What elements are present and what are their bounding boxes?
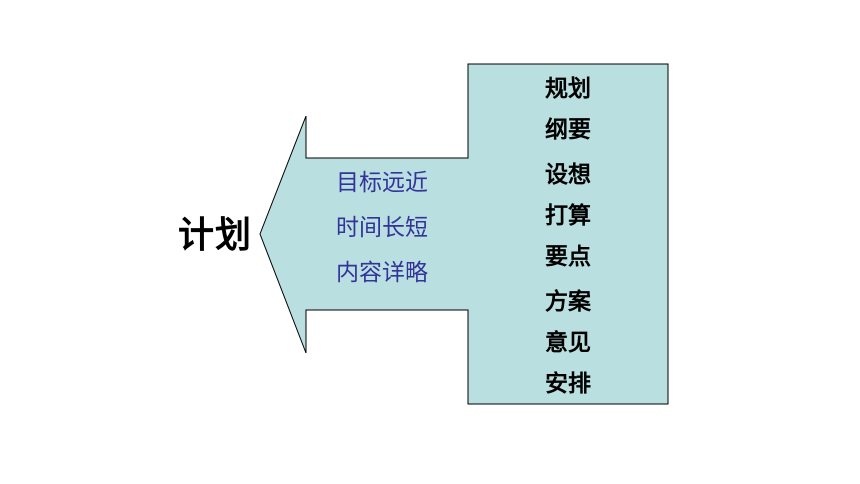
criteria-list: 目标远近 时间长短 内容详略 bbox=[336, 172, 446, 307]
synonym-item: 打算 bbox=[545, 203, 591, 229]
synonym-item: 安排 bbox=[545, 371, 591, 397]
synonym-item: 方案 bbox=[545, 289, 591, 315]
criteria-item: 内容详略 bbox=[336, 260, 428, 286]
main-label: 计划 bbox=[178, 215, 253, 256]
synonym-item: 规划 bbox=[545, 76, 591, 102]
synonym-item: 纲要 bbox=[545, 117, 591, 143]
synonym-item: 要点 bbox=[545, 244, 591, 270]
criteria-item: 目标远近 bbox=[336, 170, 428, 196]
synonym-item: 设想 bbox=[545, 162, 591, 188]
criteria-item: 时间长短 bbox=[336, 215, 428, 241]
synonym-item: 意见 bbox=[545, 330, 591, 356]
left-arrow-shape bbox=[259, 63, 669, 405]
